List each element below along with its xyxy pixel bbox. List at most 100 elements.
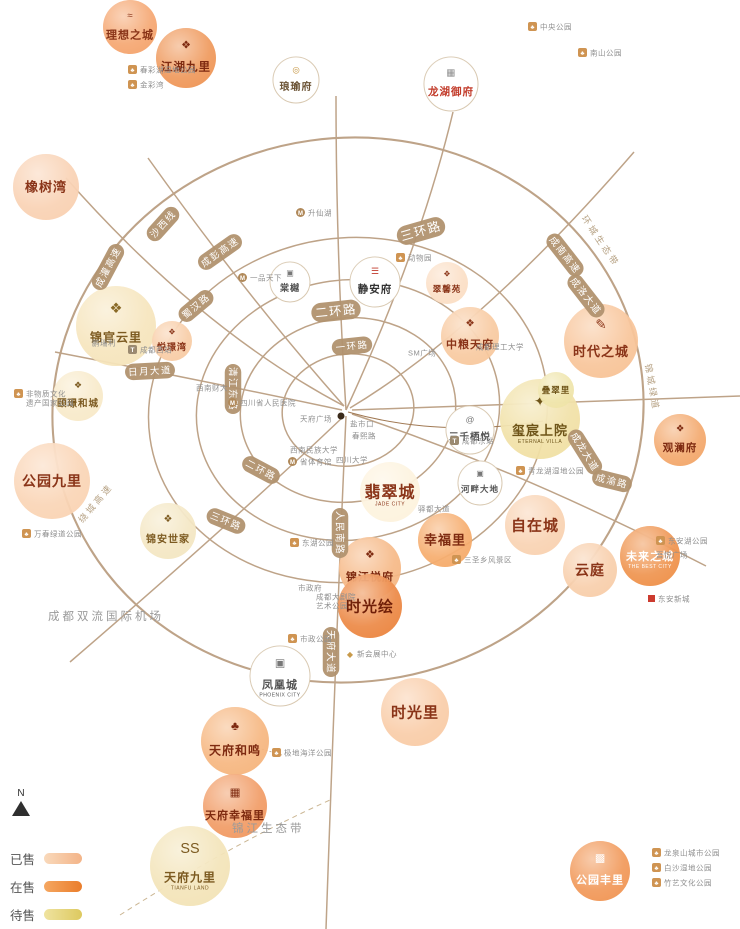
legend-label-sold: 已售: [10, 853, 36, 867]
project-name: 锦官云里: [90, 329, 142, 344]
project-bubble: ▣河畔大地: [457, 460, 503, 506]
park-icon: [288, 634, 297, 643]
project-bubble: ♣天府和鸣: [201, 707, 269, 775]
landmark-text: 成都双流国际机场: [48, 609, 164, 623]
landmark-text: 春彩湖湿地公园: [140, 65, 196, 75]
road-name-badge: 成灌高速: [91, 243, 125, 291]
legend-swatch-sold: [44, 853, 83, 864]
badge-background: [331, 336, 373, 356]
swirl-logo-icon: @: [466, 414, 475, 424]
project-bubble: ▦ 龙湖御府: [423, 56, 479, 112]
landmark-text: 极地海洋公园: [284, 748, 332, 758]
park-icon: [128, 65, 137, 74]
legend-swatch-pending: [44, 909, 83, 920]
project-highlight: [381, 678, 449, 746]
badge-background: [592, 469, 632, 493]
landmark-label: ♣东湖公园: [290, 538, 334, 548]
badge-background: [567, 429, 603, 475]
park-glyph: ♣: [131, 68, 135, 74]
project-bubble: ❖锦安世家: [140, 503, 196, 559]
grid-logo-icon: ▦: [446, 67, 455, 78]
project-highlight: [53, 371, 103, 421]
project-name: 天府九里: [164, 869, 216, 884]
area-text: 锦城绿道: [643, 363, 662, 412]
road-name: 日月大道: [128, 364, 173, 378]
metro-glyph: M: [230, 401, 235, 407]
project-name: 云庭: [575, 562, 605, 579]
road-name-badge: 三环路: [396, 217, 446, 245]
red-marker-icon: [648, 595, 655, 602]
project-highlight: [350, 257, 400, 307]
legend-item: 已售: [10, 849, 83, 868]
badge-background: [178, 290, 214, 322]
project-bubble: ✎时代之城: [564, 304, 638, 378]
project-highlight: [103, 0, 157, 54]
project-name: 天府和鸣: [209, 743, 261, 758]
river-dashed-line: [119, 799, 331, 916]
park-icon: [528, 22, 537, 31]
landmark-text: 西南民族大学: [290, 445, 338, 455]
landmark-label: ♣金彩湾: [128, 80, 164, 90]
project-highlight: [201, 707, 269, 775]
project-bubble: 云庭: [563, 543, 617, 597]
seal-logo-icon: ❖: [365, 549, 375, 561]
compass-north-label: N: [17, 788, 25, 799]
landmark-text: 西南财大: [196, 383, 228, 393]
legend-label-onsale: 在售: [10, 881, 36, 895]
legend-swatch-onsale: [44, 881, 83, 892]
metro-icon: [288, 457, 297, 466]
project-name: 三千栖悦: [449, 431, 491, 443]
park-glyph: ♣: [17, 392, 21, 398]
landmark-text: 新会展中心: [357, 649, 397, 659]
project-subtitle: JADE CITY: [375, 502, 405, 508]
landmark-text: 中央公园: [540, 22, 572, 32]
landmark-text: 竹艺文化公园: [664, 878, 712, 888]
project-highlight: [150, 826, 230, 906]
project-highlight: [458, 461, 502, 505]
project-name: 琅瑜府: [280, 80, 313, 93]
park-glyph: ♣: [399, 256, 403, 262]
road-name: 人民南路: [334, 511, 346, 555]
landmark-text: 青龙湖湿地公园: [528, 466, 584, 476]
road-name: 一环路: [335, 339, 369, 354]
landmark-label: 锦江生态带: [232, 821, 302, 835]
landmark-label: 成都理工大学: [476, 342, 524, 352]
mono-logo-icon: ▣: [476, 469, 484, 478]
landmark-label: ♣ 春彩湖湿地公园: [128, 65, 196, 75]
project-name: 锦安世家: [146, 532, 190, 545]
legend: 已售 在售 待售: [10, 849, 83, 924]
project-bubble: ☰静安府: [349, 256, 401, 308]
landmark-label: ♣极地海洋公园: [272, 748, 332, 758]
train-icon: [128, 345, 137, 354]
metro-glyph: M: [298, 211, 303, 217]
badge-background: [146, 206, 180, 242]
project-bubble: 时光绘: [338, 574, 402, 638]
badge-background: [396, 217, 446, 245]
park-glyph: ♣: [531, 25, 535, 31]
metro-glyph: M: [290, 460, 295, 466]
project-subtitle: PHOENIX CITY: [259, 692, 300, 698]
project-highlight: [338, 574, 402, 638]
landmark-label: ◆新会展中心: [347, 649, 397, 659]
metro-icon: [296, 208, 305, 217]
park-icon: [652, 878, 661, 887]
project-name: 翠馨苑: [433, 284, 462, 295]
mono-logo-icon: ▣: [286, 269, 294, 278]
park-icon: [396, 253, 405, 262]
grid-logo-icon: ▦: [230, 787, 241, 799]
project-name: 理想之城: [106, 27, 154, 41]
diamond-icon: ◆: [347, 650, 354, 659]
project-highlight: [13, 154, 79, 220]
road-name-badge: 日月大道: [125, 361, 175, 381]
project-highlight: [424, 57, 478, 111]
project-subtitle: THE BEST CITY: [628, 564, 672, 570]
park-glyph: ♣: [655, 851, 659, 857]
project-name: 龙湖御府: [427, 85, 474, 98]
landmark-label: SM广场: [408, 348, 436, 358]
metro-icon: [238, 273, 247, 282]
project-highlight: [152, 321, 192, 361]
project-bubble: ≈理想之城: [103, 0, 157, 54]
